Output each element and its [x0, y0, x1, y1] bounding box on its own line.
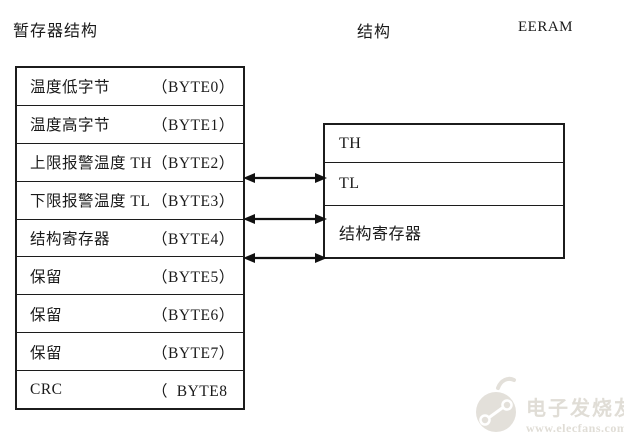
watermark-url: www.elecfans.com	[526, 421, 624, 435]
row-byte-id: （BYTE4）	[152, 231, 235, 248]
row-byte-id: （BYTE5）	[152, 268, 235, 286]
eeram-row-config: 结构寄存器	[325, 206, 563, 257]
title-eeram: EERAM	[518, 19, 573, 35]
row-label: 结构寄存器	[339, 225, 422, 243]
watermark: 电子发烧友 www.elecfans.com	[474, 372, 624, 436]
row-label: 温度高字节	[30, 117, 111, 135]
scratchpad-table: 温度低字节 （BYTE0） 温度高字节 （BYTE1） 上限报警温度 TH （B…	[15, 66, 245, 410]
table-row-byte1: 温度高字节 （BYTE1）	[17, 106, 243, 144]
eeram-table: TH TL 结构寄存器	[323, 123, 565, 259]
row-byte-id: （BYTE6）	[152, 306, 235, 324]
table-row-byte0: 温度低字节 （BYTE0）	[17, 68, 243, 106]
row-byte-id: （BYTE3）	[152, 193, 235, 211]
title-structure: 结构	[357, 24, 392, 41]
row-label: TH	[339, 134, 362, 152]
table-row-byte2: 上限报警温度 TH （BYTE2）	[17, 144, 243, 182]
row-label: 温度低字节	[30, 79, 111, 97]
table-row-byte5: 保留 （BYTE5）	[17, 257, 243, 296]
watermark-text: 电子发烧友 www.elecfans.com	[526, 399, 624, 434]
row-label: 保留	[30, 344, 63, 362]
row-label: 结构寄存器	[30, 231, 111, 248]
eeram-row-tl: TL	[325, 163, 563, 206]
elecfans-logo-icon	[476, 376, 516, 432]
row-byte-id: （BYTE2）	[152, 155, 235, 173]
table-row-byte7: 保留 （BYTE7）	[17, 333, 243, 372]
row-label: 保留	[30, 268, 63, 286]
double-arrow-connectors	[243, 173, 327, 263]
row-byte-id: （BYTE0）	[152, 79, 235, 97]
watermark-brand: 电子发烧友	[526, 398, 624, 420]
table-row-byte4: 结构寄存器 （BYTE4）	[17, 220, 243, 258]
table-row-byte6: 保留 （BYTE6）	[17, 295, 243, 334]
row-byte-id: （BYTE7）	[152, 344, 235, 362]
title-scratchpad: 暂存器结构	[13, 23, 99, 40]
table-row-byte3: 下限报警温度 TL （BYTE3）	[17, 182, 243, 220]
row-byte-id: （ BYTE8	[152, 382, 228, 400]
table-row-byte8: CRC （ BYTE8	[17, 371, 243, 408]
row-label: 上限报警温度 TH	[30, 155, 153, 173]
row-byte-id: （BYTE1）	[152, 117, 235, 135]
row-label: TL	[339, 175, 360, 192]
row-label: 保留	[30, 306, 63, 324]
eeram-row-th: TH	[325, 125, 563, 163]
row-label: CRC	[30, 380, 63, 398]
row-label: 下限报警温度 TL	[30, 193, 151, 211]
